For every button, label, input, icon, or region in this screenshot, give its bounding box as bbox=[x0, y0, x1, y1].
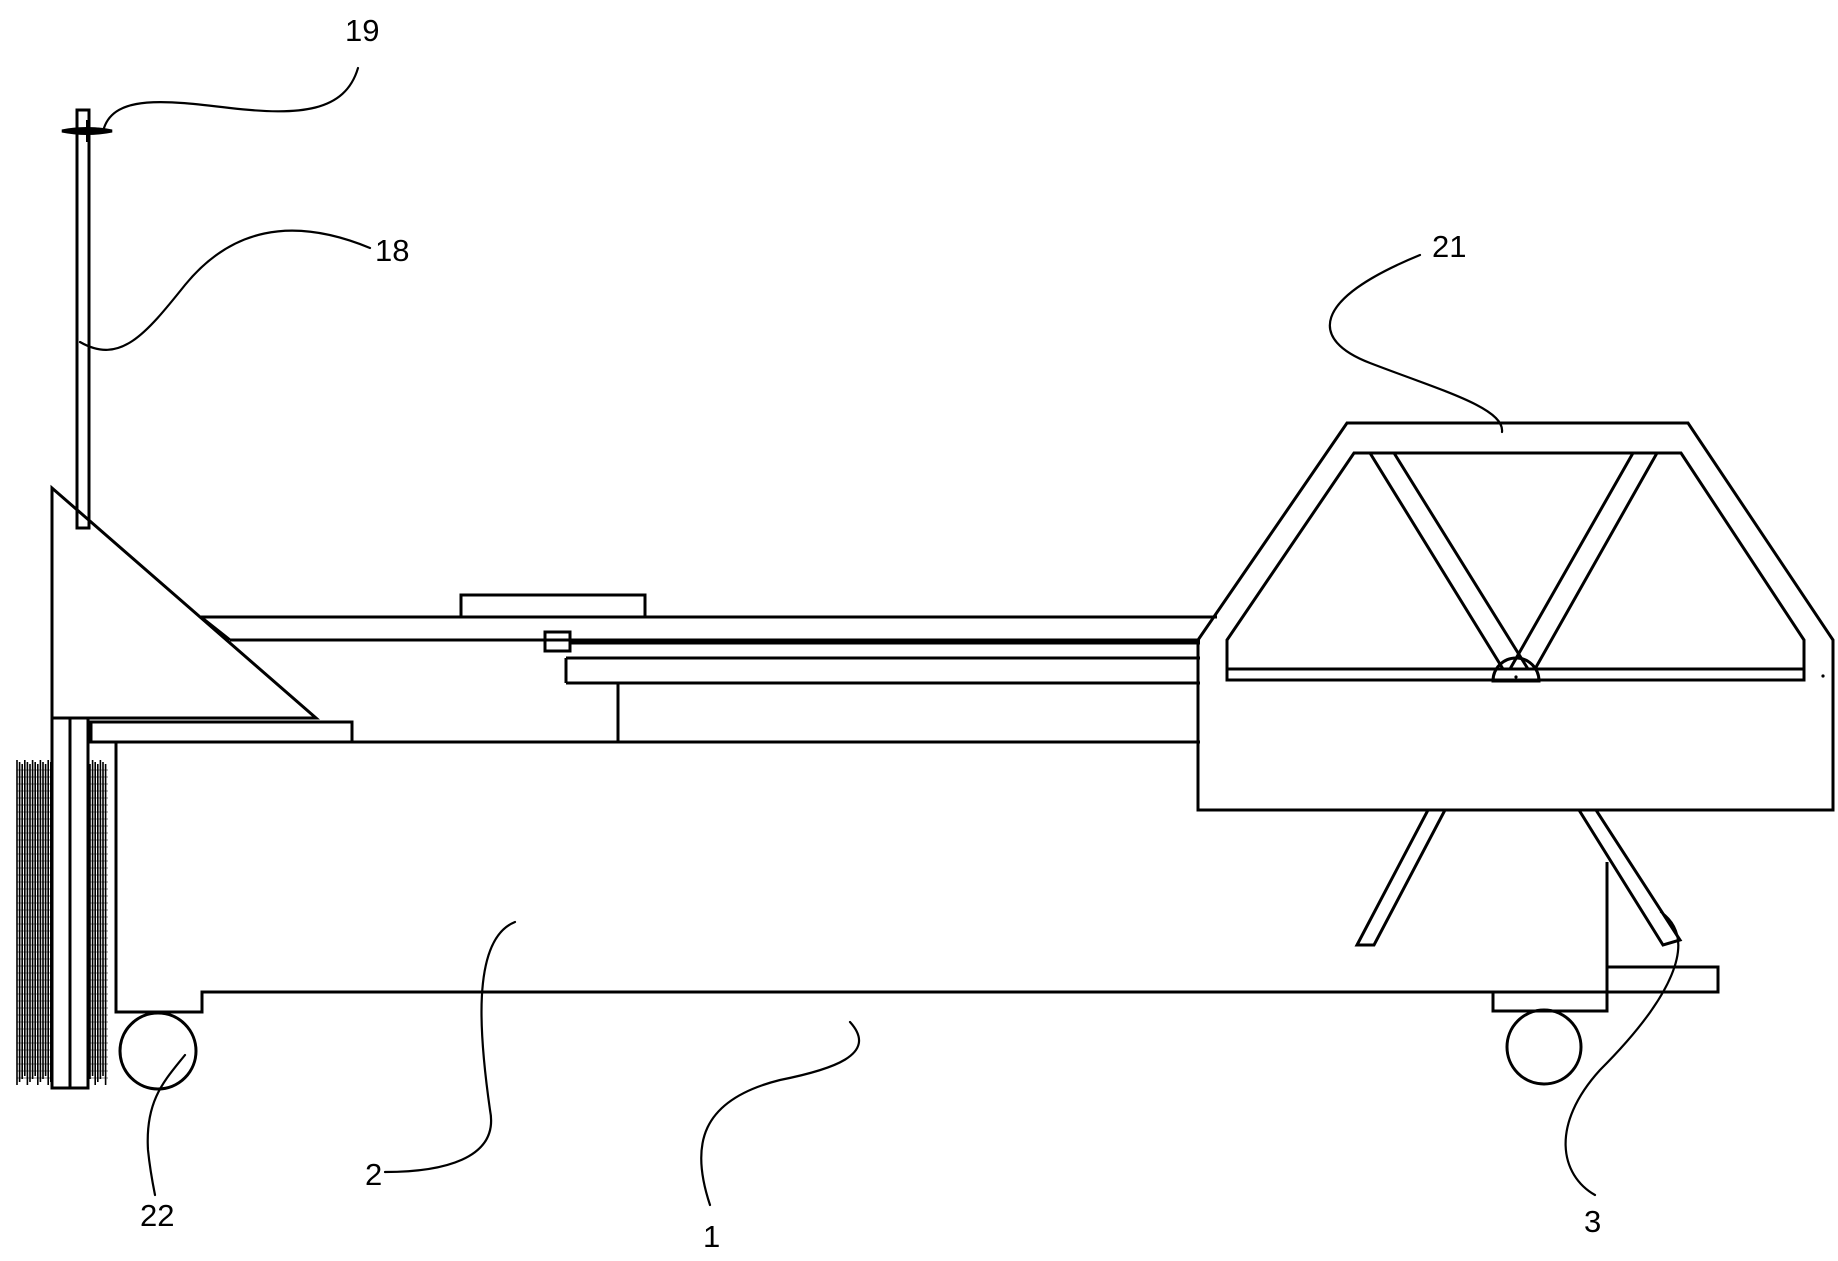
lower-pad bbox=[89, 720, 354, 744]
label-19: 19 bbox=[345, 13, 379, 48]
wheel-left bbox=[118, 1011, 198, 1091]
right-wheel-mount bbox=[1491, 990, 1609, 1013]
label-1: 1 bbox=[703, 1219, 720, 1254]
leader-18 bbox=[78, 229, 372, 351]
leader-1 bbox=[700, 1020, 861, 1207]
main-body bbox=[114, 740, 1609, 1014]
leader-22 bbox=[146, 1053, 187, 1197]
pole bbox=[61, 108, 113, 530]
label-2: 2 bbox=[365, 1157, 382, 1192]
brush-post-right bbox=[68, 716, 90, 1090]
label-22: 22 bbox=[140, 1198, 174, 1233]
brush bbox=[16, 760, 108, 1085]
brush-post-left bbox=[50, 716, 72, 1090]
label-3: 3 bbox=[1584, 1204, 1601, 1239]
reference-numerals: 19 18 21 2 1 22 3 bbox=[140, 13, 1601, 1254]
cross-legs bbox=[1354, 808, 1683, 947]
leader-21 bbox=[1328, 253, 1504, 434]
right-extension-plate bbox=[1607, 965, 1720, 994]
triangular-end-plate bbox=[50, 484, 321, 720]
bed-rails bbox=[89, 593, 1217, 744]
wheel-right bbox=[1505, 1008, 1583, 1086]
leader-lines bbox=[78, 66, 1680, 1207]
top-cushion bbox=[459, 593, 647, 619]
label-21: 21 bbox=[1432, 229, 1466, 264]
leader-2 bbox=[383, 920, 517, 1174]
label-18: 18 bbox=[375, 233, 409, 268]
leader-19 bbox=[102, 66, 360, 130]
leader-3 bbox=[1564, 910, 1680, 1197]
hub bbox=[1491, 656, 1541, 683]
wheel-housing bbox=[1196, 421, 1835, 812]
